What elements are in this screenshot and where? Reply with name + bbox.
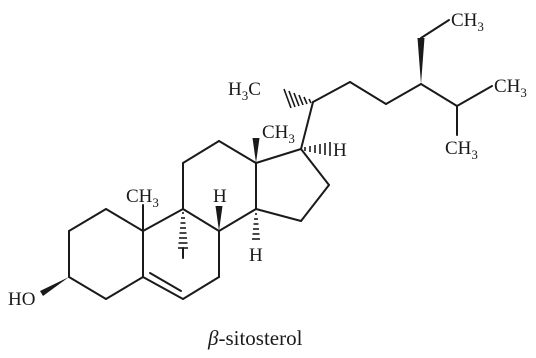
side-chain [300,19,493,150]
label-isopropyl-methyl-right: CH3 [494,76,527,100]
ring-b [142,208,220,300]
label-h-c17: H [333,140,347,161]
label-ho: HO [8,289,35,310]
hash-c9 [178,212,188,259]
double-bond-c5-c6 [149,272,182,292]
label-isopropyl-methyl-down: CH3 [445,138,478,162]
label-c20-methyl: H3C [228,79,261,103]
wedge-c24-ethyl [417,38,425,84]
hash-c20-methyl [283,88,312,109]
label-c10-methyl: CH3 [126,186,159,210]
hash-c17-h [304,142,331,156]
ring-a [68,208,144,300]
ring-c [182,140,257,232]
label-h-c8: H [213,186,227,207]
wedge-c3-oh [40,277,69,296]
label-c13-methyl: CH3 [262,122,295,146]
wedge-c13-methyl [252,138,260,163]
ring-d [255,148,330,222]
wedge-c8-h [215,206,223,231]
label-h-c14: H [249,245,263,266]
label-ethyl-methyl: CH3 [451,10,484,34]
hash-c14-h [252,213,260,240]
molecule-caption: β-sitosterol [207,326,303,350]
